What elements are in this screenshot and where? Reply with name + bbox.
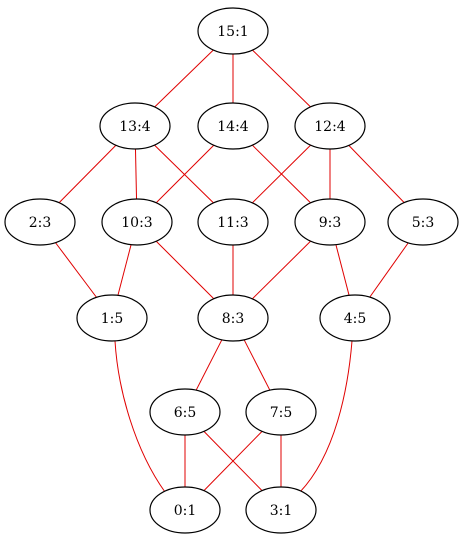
- edge-12-5: [348, 145, 405, 203]
- node-ellipse: [319, 294, 391, 342]
- node-label: 1:5: [101, 311, 124, 327]
- node-5: 5:3: [387, 198, 459, 246]
- node-4: 4:5: [319, 294, 391, 342]
- node-14: 14:4: [197, 102, 269, 150]
- edge-9-4: [335, 244, 350, 296]
- edge-10-1: [117, 244, 132, 296]
- nodes-layer: 15:1 13:4 14:4 12:4 2:3 10:3 11:3 9:3 5:3 1:5 8:3 4…: [4, 7, 459, 534]
- node-label: 15:1: [217, 24, 248, 40]
- node-label: 14:4: [217, 119, 249, 135]
- node-13: 13:4: [99, 102, 171, 150]
- node-ellipse: [294, 102, 366, 150]
- edge-14-10: [155, 144, 215, 204]
- node-9: 9:3: [294, 198, 366, 246]
- edge-7-0: [203, 430, 263, 492]
- node-1: 1:5: [76, 294, 148, 342]
- node-8: 8:3: [197, 294, 269, 342]
- node-ellipse: [149, 486, 221, 534]
- edge-8-6: [195, 339, 223, 391]
- node-ellipse: [197, 198, 269, 246]
- node-ellipse: [245, 486, 317, 534]
- edge-13-10: [134, 148, 138, 200]
- edge-13-2: [58, 144, 117, 204]
- node-ellipse: [76, 294, 148, 342]
- node-label: 12:4: [314, 119, 346, 135]
- node-ellipse: [197, 7, 269, 55]
- node-label: 10:3: [121, 215, 152, 231]
- node-15: 15:1: [197, 7, 269, 55]
- node-ellipse: [197, 102, 269, 150]
- node-label: 4:5: [344, 311, 367, 327]
- node-ellipse: [294, 198, 366, 246]
- node-label: 6:5: [174, 405, 197, 421]
- edge-15-13: [154, 49, 214, 108]
- edge-2-1: [55, 242, 97, 298]
- edge-15-12: [252, 49, 311, 108]
- node-label: 3:1: [270, 503, 293, 519]
- edge-8-7: [243, 339, 271, 391]
- node-ellipse: [245, 388, 317, 436]
- node-label: 0:1: [174, 503, 197, 519]
- node-ellipse: [101, 198, 173, 246]
- node-label: 11:3: [217, 215, 248, 231]
- node-label: 5:3: [412, 215, 435, 231]
- node-2: 2:3: [4, 198, 76, 246]
- node-ellipse: [197, 294, 269, 342]
- node-12: 12:4: [294, 102, 366, 150]
- edges-layer: [55, 49, 409, 493]
- node-ellipse: [387, 198, 459, 246]
- edge-4-3: [299, 340, 353, 493]
- edge-9-8: [252, 240, 311, 300]
- node-label: 13:4: [119, 119, 151, 135]
- node-ellipse: [149, 388, 221, 436]
- node-label: 8:3: [222, 311, 245, 327]
- node-label: 2:3: [29, 215, 52, 231]
- node-ellipse: [4, 198, 76, 246]
- node-11: 11:3: [197, 198, 269, 246]
- node-6: 6:5: [149, 388, 221, 436]
- node-0: 0:1: [149, 486, 221, 534]
- edge-5-4: [369, 242, 409, 298]
- node-7: 7:5: [245, 388, 317, 436]
- node-10: 10:3: [101, 198, 173, 246]
- node-ellipse: [99, 102, 171, 150]
- edge-12-11: [252, 144, 311, 204]
- node-3: 3:1: [245, 486, 317, 534]
- edge-13-11: [154, 144, 214, 204]
- node-label: 9:3: [319, 215, 342, 231]
- node-label: 7:5: [270, 405, 293, 421]
- edge-1-0: [114, 340, 166, 493]
- edge-10-8: [155, 240, 215, 300]
